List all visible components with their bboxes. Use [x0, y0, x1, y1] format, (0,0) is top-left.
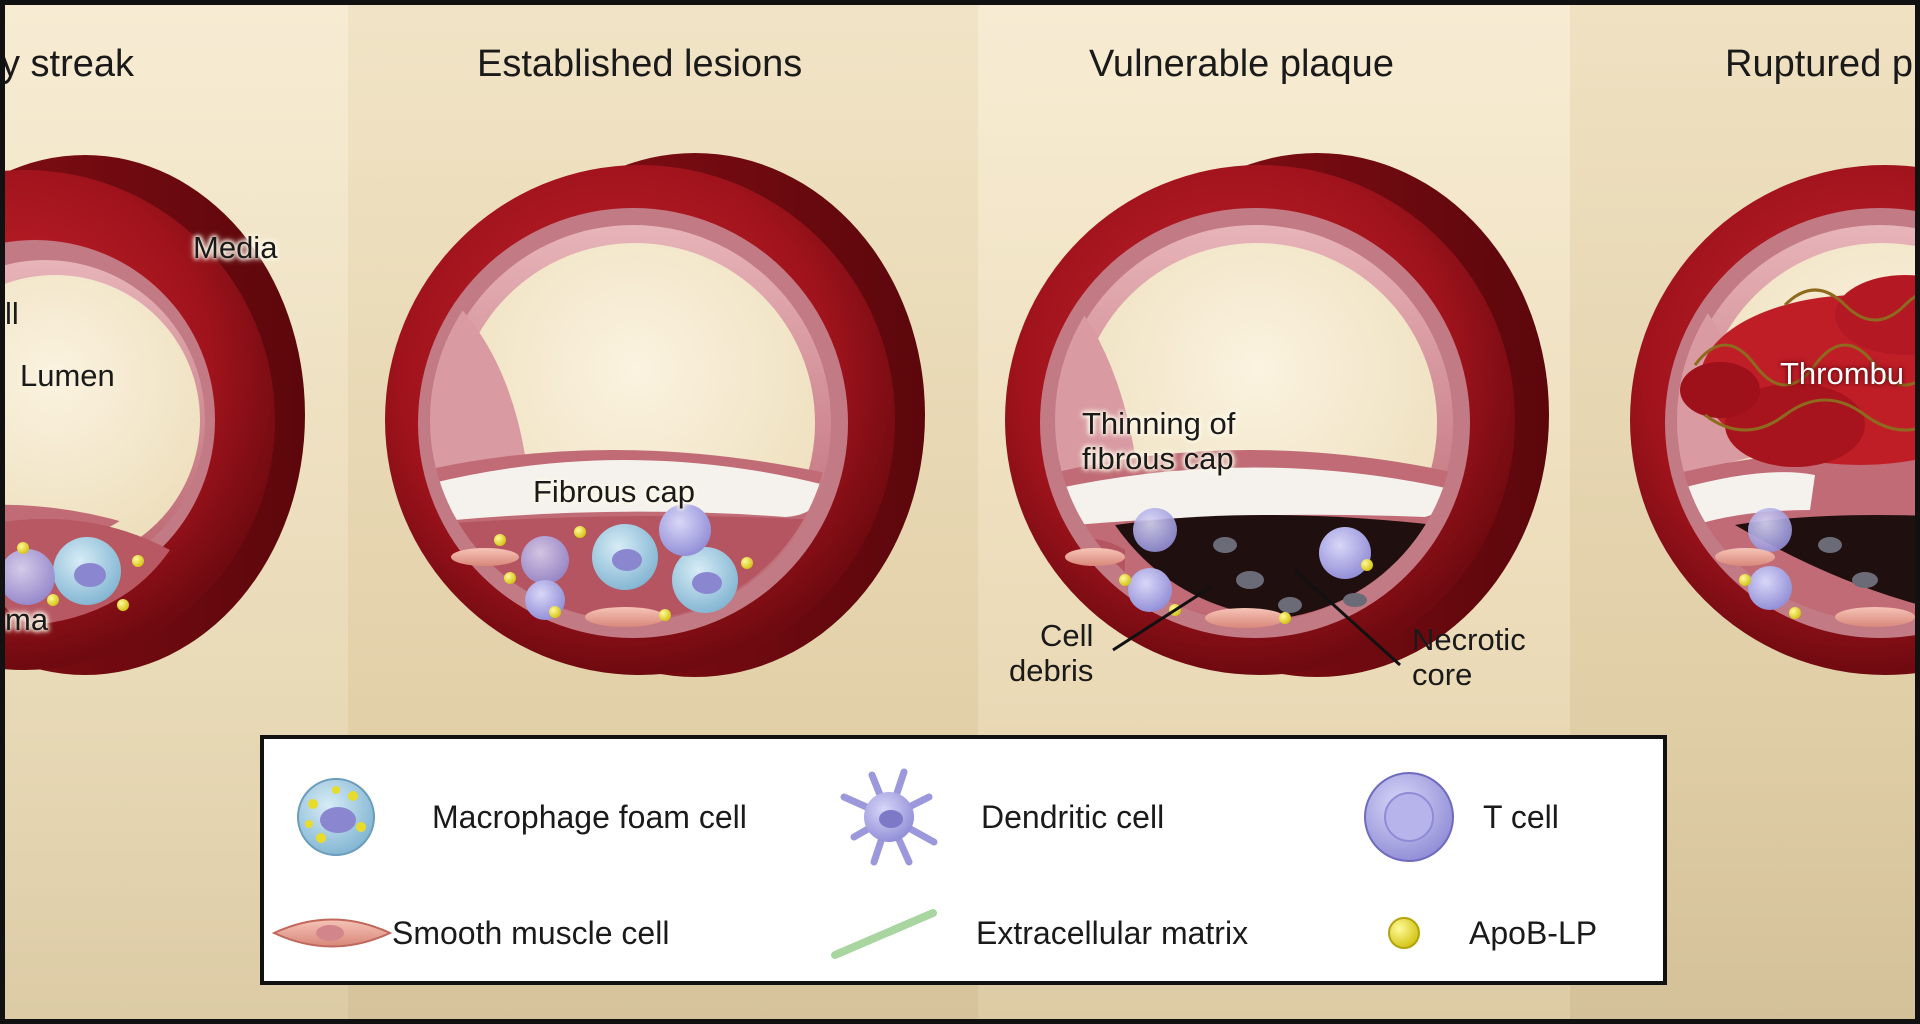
label-media: Media	[193, 230, 278, 265]
label-cell-debris: Cell debris	[998, 618, 1094, 688]
label-thinning-fibrous-cap: Thinning of fibrous cap	[1082, 406, 1236, 476]
legend-item-apob-lp: ApoB-LP	[1379, 885, 1597, 981]
macrophage-foam-cell-icon	[276, 769, 396, 865]
stage-title-ruptured-plaque: Ruptured p	[1725, 43, 1914, 85]
smooth-muscle-cell-icon	[272, 885, 392, 981]
legend-label-smooth-muscle-cell: Smooth muscle cell	[392, 914, 670, 951]
legend: Macrophage foam cell Dendritic cell T ce…	[260, 735, 1667, 985]
label-fibrous-cap: Fibrous cap	[533, 474, 695, 509]
thrombus-art	[1680, 275, 1915, 467]
label-thinning-line1: Thinning of	[1082, 406, 1236, 441]
stage-title-fatty-streak: y streak	[1, 43, 135, 85]
legend-item-dendritic-cell: Dendritic cell	[829, 768, 1165, 866]
legend-item-smooth-muscle-cell: Smooth muscle cell	[272, 885, 669, 981]
label-necrotic-line1: Necrotic	[1412, 622, 1526, 657]
legend-item-macrophage-foam-cell: Macrophage foam cell	[276, 769, 747, 865]
apob-lp-icon	[1379, 885, 1429, 981]
artery-established-lesions	[385, 153, 925, 677]
label-lumen: Lumen	[20, 358, 115, 393]
extracellular-matrix-icon	[824, 885, 944, 981]
label-necrotic-line2: core	[1412, 656, 1473, 692]
stage-title-vulnerable-plaque: Vulnerable plaque	[1089, 43, 1394, 85]
label-cell-debris-line2: debris	[1008, 652, 1094, 688]
artery-ruptured-plaque	[1630, 165, 1915, 675]
legend-label-macrophage-foam-cell: Macrophage foam cell	[432, 798, 747, 835]
legend-item-t-cell: T cell	[1349, 769, 1559, 865]
legend-label-extracellular-matrix: Extracellular matrix	[976, 914, 1249, 951]
artery-fatty-streak	[5, 155, 305, 675]
foam-cell-art	[5, 537, 121, 605]
t-cell-icon	[1349, 769, 1469, 865]
legend-label-t-cell: T cell	[1483, 798, 1559, 835]
artery-vulnerable-plaque	[1005, 153, 1549, 677]
label-ll: ll	[5, 296, 19, 331]
label-ma: ma	[5, 602, 49, 637]
dendritic-cell-icon	[829, 768, 949, 866]
legend-label-apob-lp: ApoB-LP	[1469, 914, 1598, 951]
label-cell-debris-line1: Cell	[1040, 618, 1094, 653]
label-necrotic-core: Necrotic core	[1412, 622, 1526, 692]
stage-title-established-lesions: Established lesions	[477, 43, 803, 85]
legend-item-extracellular-matrix: Extracellular matrix	[824, 885, 1248, 981]
legend-label-dendritic-cell: Dendritic cell	[981, 798, 1165, 835]
label-thrombus: Thrombu	[1780, 356, 1905, 391]
label-thinning-line2: fibrous cap	[1082, 440, 1234, 476]
artery-illustrations	[5, 153, 1915, 677]
